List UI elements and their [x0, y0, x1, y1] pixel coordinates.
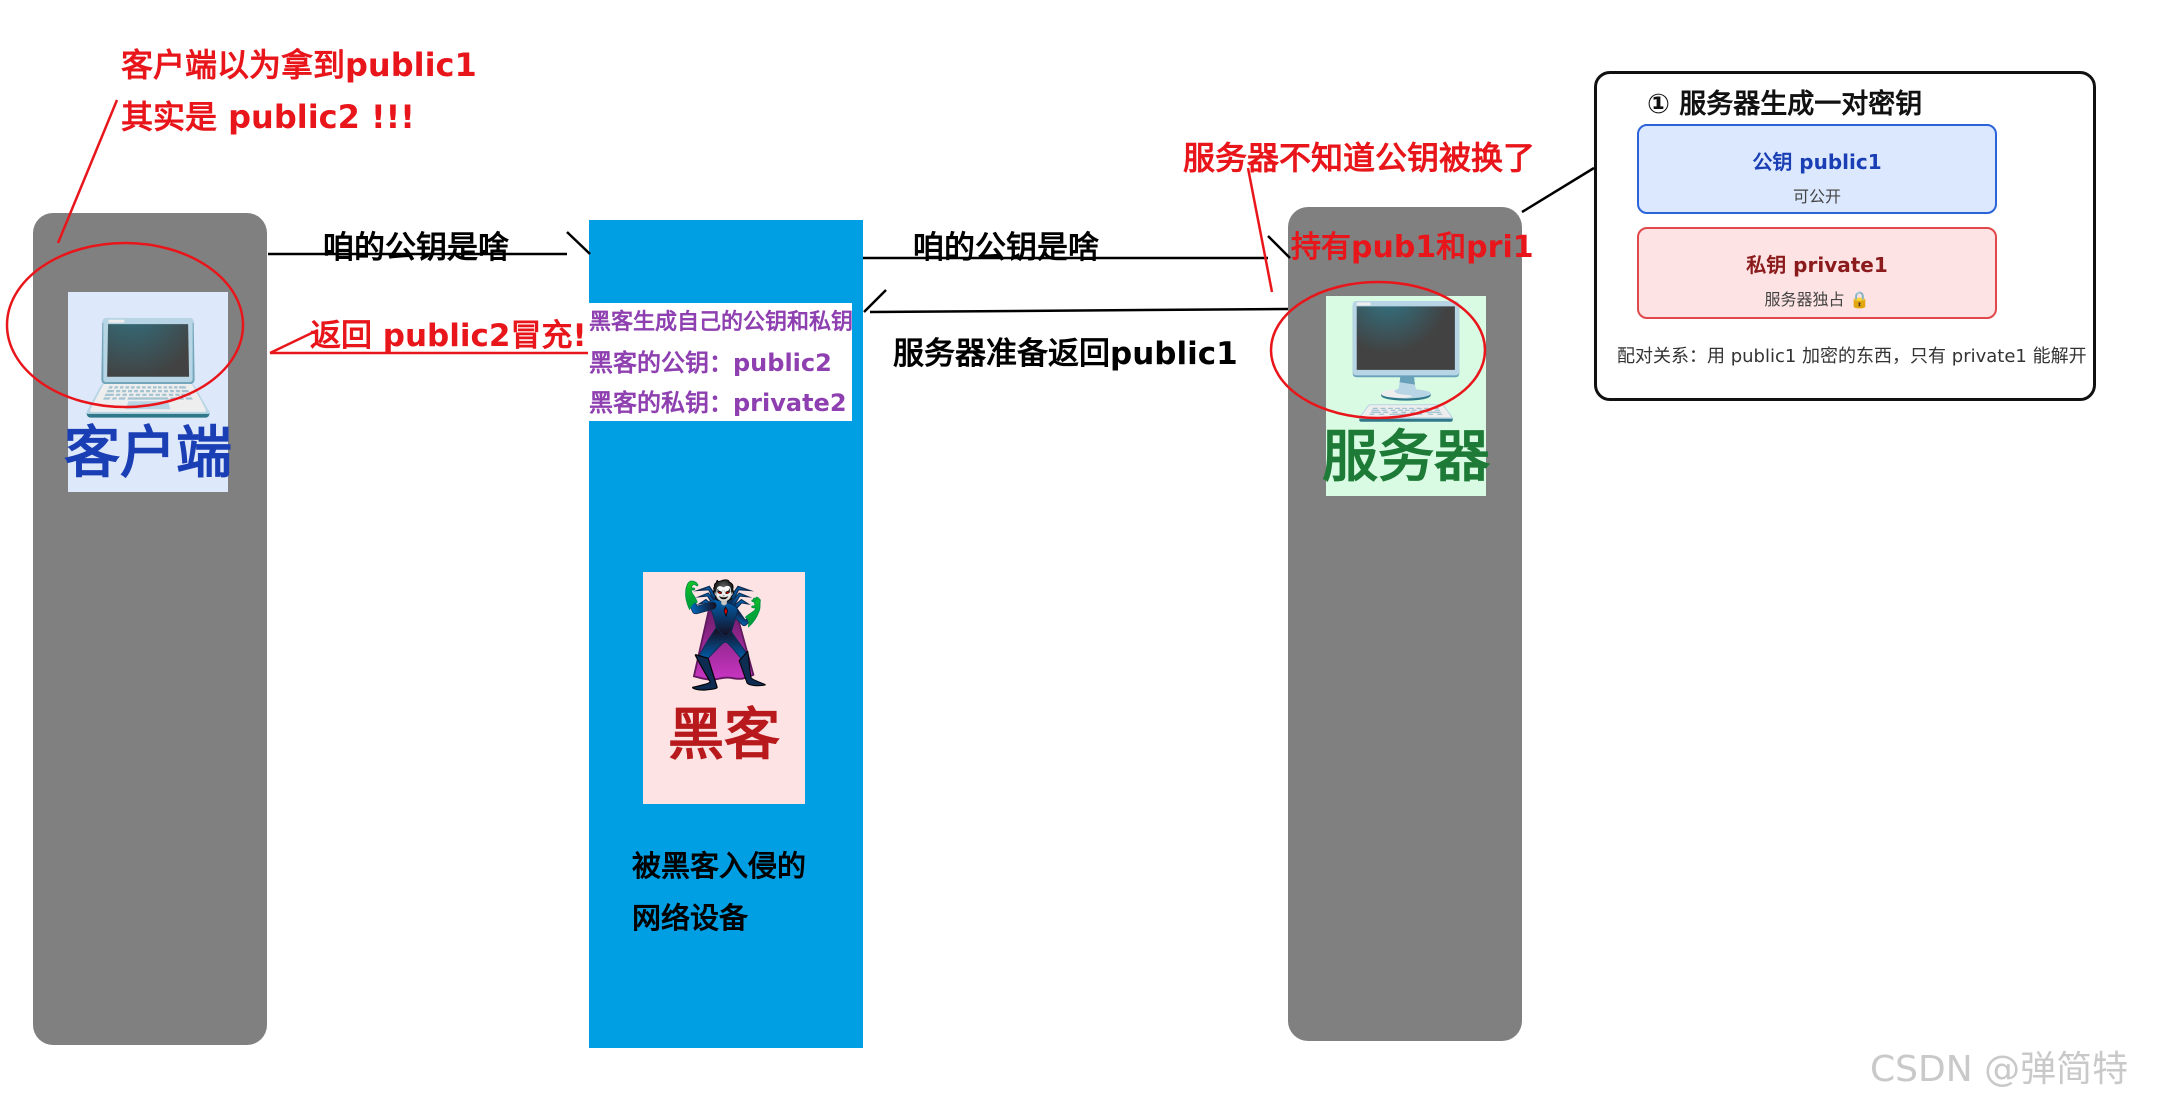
server-card: 🖥️ 服务器: [1322, 296, 1490, 496]
client-highlight-ellipse: [5, 241, 245, 409]
client-ask-label: 咱的公钥是啥: [323, 230, 509, 266]
key-pair-panel: ① 服务器生成一对密钥 公钥 public1 可公开 私钥 private1 服…: [1594, 71, 2096, 401]
server-note-pointer: [1246, 167, 1274, 293]
compromised-device-label-2: 网络设备: [632, 901, 749, 935]
hacker-note-title: 黑客生成自己的公钥和私钥: [589, 310, 854, 335]
client-card: 💻 客户端: [64, 292, 232, 492]
server-holds-label: 持有pub1和pri1: [1291, 230, 1534, 265]
keypanel-connector: [1521, 166, 1595, 214]
hacker-note-private: 黑客的私钥：private2: [589, 389, 847, 417]
server-unaware-note: 服务器不知道公钥被换了: [1183, 139, 1536, 177]
client-note-line1: 客户端以为拿到public1: [121, 46, 477, 84]
hacker-ask-arrowhead: [1267, 235, 1291, 259]
private-key-sub: 服务器独占 🔒: [1764, 290, 1870, 309]
fake-reply-pointer: [269, 328, 319, 355]
key-panel-title: ① 服务器生成一对密钥: [1647, 89, 1923, 120]
desktop-computer-icon: 🖥️: [1337, 297, 1475, 425]
hacker-ask-label: 咱的公钥是啥: [913, 230, 1099, 266]
hacker-title: 黑客: [668, 703, 780, 768]
public-key-card: 公钥 public1 可公开: [1637, 124, 1997, 214]
private-key-label: 私钥 private1: [1746, 253, 1888, 277]
server-highlight-ellipse: [1269, 280, 1487, 420]
supervillain-icon: 🦹: [661, 577, 787, 694]
hacker-key-note: 黑客生成自己的公钥和私钥 黑客的公钥：public2 黑客的私钥：private…: [589, 303, 854, 421]
key-relation-text: 配对关系：用 public1 加密的东西，只有 private1 能解开: [1617, 346, 2087, 367]
client-ask-arrowhead: [566, 231, 591, 255]
server-title: 服务器: [1322, 425, 1490, 490]
hacker-card: 🦹 黑客: [643, 572, 805, 804]
server-reply-arrowhead: [863, 289, 887, 313]
server-reply-label: 服务器准备返回public1: [893, 336, 1238, 372]
client-title: 客户端: [64, 421, 232, 486]
fake-reply-label: 返回 public2冒充!: [310, 318, 587, 354]
private-key-card: 私钥 private1 服务器独占 🔒: [1637, 227, 1997, 319]
compromised-device-label-1: 被黑客入侵的: [632, 849, 807, 883]
hacker-note-public: 黑客的公钥：public2: [589, 349, 832, 377]
public-key-label: 公钥 public1: [1752, 150, 1882, 174]
server-reply-arrow: [869, 307, 1289, 314]
laptop-icon: 💻: [79, 293, 217, 421]
public-key-sub: 可公开: [1792, 187, 1841, 206]
watermark: CSDN @弹简特: [1870, 1049, 2129, 1090]
client-note-pointer: [56, 99, 119, 244]
client-note-line2: 其实是 public2 !!!: [121, 98, 415, 136]
